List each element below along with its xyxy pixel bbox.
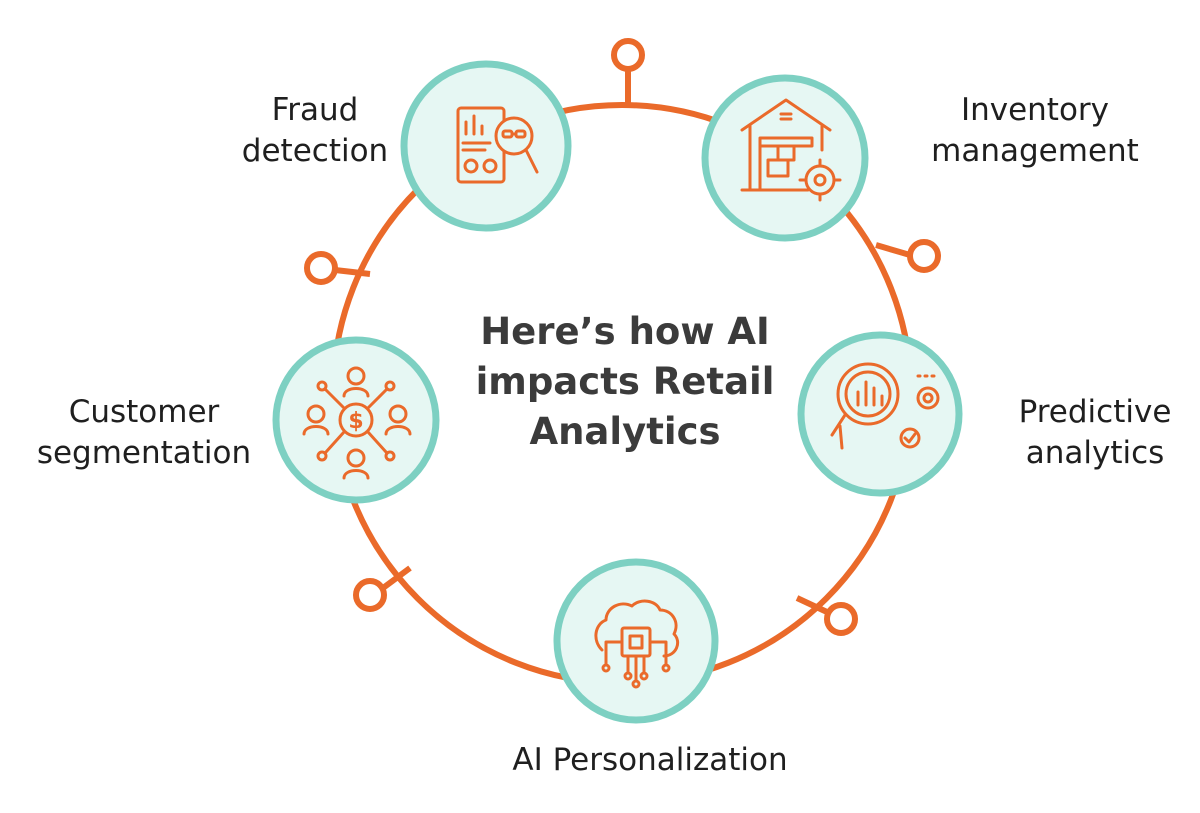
center-title-line-3: Analytics: [529, 410, 721, 453]
node-inventory-management: [701, 74, 869, 242]
label-customer-segmentation-line-2: segmentation: [36, 435, 252, 471]
connector-upper-right: [875, 239, 941, 273]
center-title: Here’s how AI impacts Retail Analytics: [425, 307, 825, 457]
label-predictive-analytics: Predictive analytics: [995, 392, 1195, 474]
label-customer-segmentation: Customer segmentation: [18, 392, 270, 474]
connector-upper-left: [304, 251, 371, 285]
label-inventory-management-line-2: management: [931, 133, 1139, 169]
label-ai-personalization-line-1: AI Personalization: [512, 742, 788, 778]
label-inventory-management-line-1: Inventory: [960, 92, 1110, 128]
magnifier-chart-icon: [830, 362, 940, 450]
brain-chip-icon: [594, 599, 680, 689]
customer-network-icon: $: [302, 366, 412, 480]
connector-lower-right: [795, 595, 858, 636]
node-ai-personalization: [553, 558, 719, 724]
label-ai-personalization: AI Personalization: [470, 740, 830, 781]
label-inventory-management: Inventory management: [915, 90, 1155, 172]
center-title-line-1: Here’s how AI: [480, 310, 770, 353]
node-predictive-analytics: [797, 331, 963, 497]
label-predictive-analytics-line-2: analytics: [1025, 435, 1165, 471]
center-title-line-2: impacts Retail: [475, 360, 775, 403]
label-predictive-analytics-line-1: Predictive: [1018, 394, 1172, 430]
warehouse-gear-icon: [740, 98, 842, 202]
svg-text:$: $: [348, 409, 363, 434]
label-fraud-detection: Fraud detection: [230, 90, 400, 172]
fraud-detection-icon: [456, 106, 539, 184]
node-customer-segmentation: $: [272, 336, 440, 504]
label-customer-segmentation-line-1: Customer: [68, 394, 220, 430]
connector-lower-left: [353, 565, 412, 612]
node-fraud-detection: [400, 60, 572, 232]
label-fraud-detection-line-1: Fraud: [271, 92, 359, 128]
connector-top: [611, 38, 645, 105]
label-fraud-detection-line-2: detection: [241, 133, 389, 169]
